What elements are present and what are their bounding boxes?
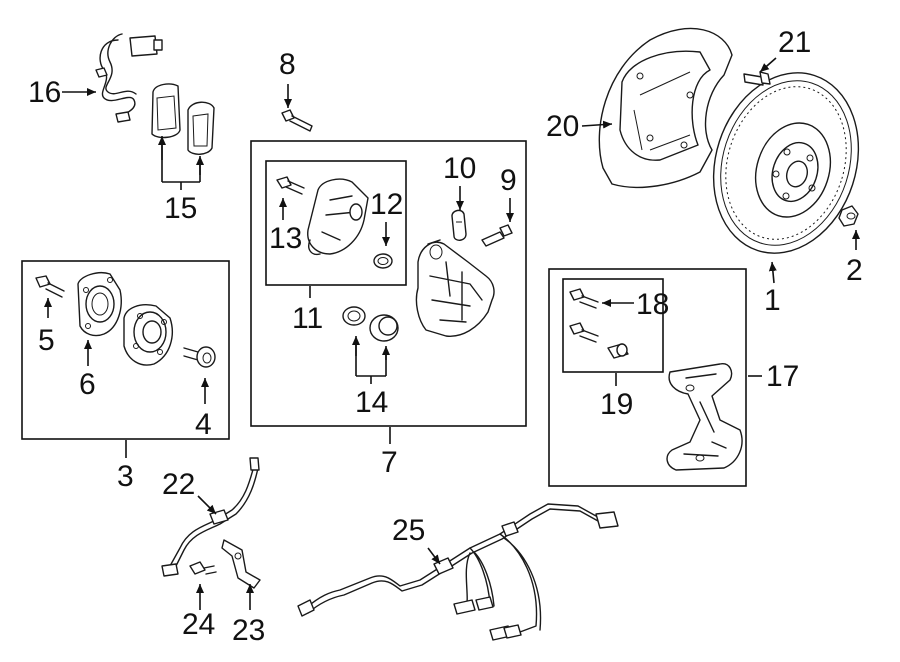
wheel-bearing-part [77, 272, 122, 337]
callout-1: 1 [764, 284, 781, 317]
hose-bolt-part [189, 561, 217, 575]
callout-7: 7 [381, 446, 398, 479]
caliper-kit-bolt-part [276, 176, 305, 195]
leader-lines [44, 57, 860, 610]
callout-2: 2 [846, 254, 863, 287]
callout-11: 11 [292, 302, 323, 335]
callout-25: 25 [392, 514, 425, 547]
piston-seals-part [342, 306, 399, 342]
group-box-caliper-7 [250, 140, 527, 427]
callout-18: 18 [636, 288, 669, 321]
callout-3: 3 [117, 460, 134, 493]
callout-8: 8 [279, 48, 296, 81]
brake-pads-part [151, 83, 215, 155]
wheel-hub-part [123, 304, 173, 366]
callout-5: 5 [38, 324, 55, 357]
shield-bolt-part [743, 71, 771, 86]
group-box-hub-3 [21, 260, 230, 440]
callout-13: 13 [269, 222, 302, 255]
o-ring-part [373, 253, 393, 269]
group-box-bolt-kit-19 [562, 278, 664, 373]
brake-hose-part [161, 457, 260, 577]
callout-6: 6 [79, 368, 96, 401]
guide-bolt-part [481, 224, 513, 247]
wear-sensor-part [95, 33, 163, 123]
guide-bushing-part [607, 343, 629, 359]
callout-17: 17 [766, 360, 799, 393]
caliper-bracket-part [666, 363, 743, 471]
brake-rotor-part [712, 72, 860, 254]
hose-bracket-part [221, 539, 261, 589]
callout-16: 16 [28, 76, 61, 109]
dust-shield-part [598, 27, 733, 189]
callout-21: 21 [778, 26, 811, 59]
callout-12: 12 [370, 188, 403, 221]
callout-24: 24 [182, 608, 215, 641]
callout-9: 9 [500, 164, 517, 197]
callout-15: 15 [164, 192, 197, 225]
caliper-clip-part [451, 209, 467, 241]
caliper-actuator-part [307, 178, 369, 256]
bracket-bolt-part [569, 288, 599, 309]
hub-center-bolt-part [183, 346, 216, 368]
group-box-caliper-kit-11 [265, 160, 407, 286]
callout-19: 19 [600, 388, 633, 421]
callout-10: 10 [443, 152, 476, 185]
rotor-screw-part [838, 205, 859, 227]
caliper-housing-part [415, 239, 495, 337]
group-box-bracket-17 [548, 268, 747, 487]
callout-22: 22 [162, 468, 195, 501]
hub-bolt-part [35, 275, 65, 298]
callout-14: 14 [355, 386, 388, 419]
callout-4: 4 [195, 408, 212, 441]
callout-23: 23 [232, 614, 265, 647]
callout-20: 20 [546, 110, 579, 143]
caliper-bolt-part [281, 109, 313, 132]
bracket-bolt-2-part [569, 322, 599, 343]
wiring-harness-part [297, 503, 619, 641]
